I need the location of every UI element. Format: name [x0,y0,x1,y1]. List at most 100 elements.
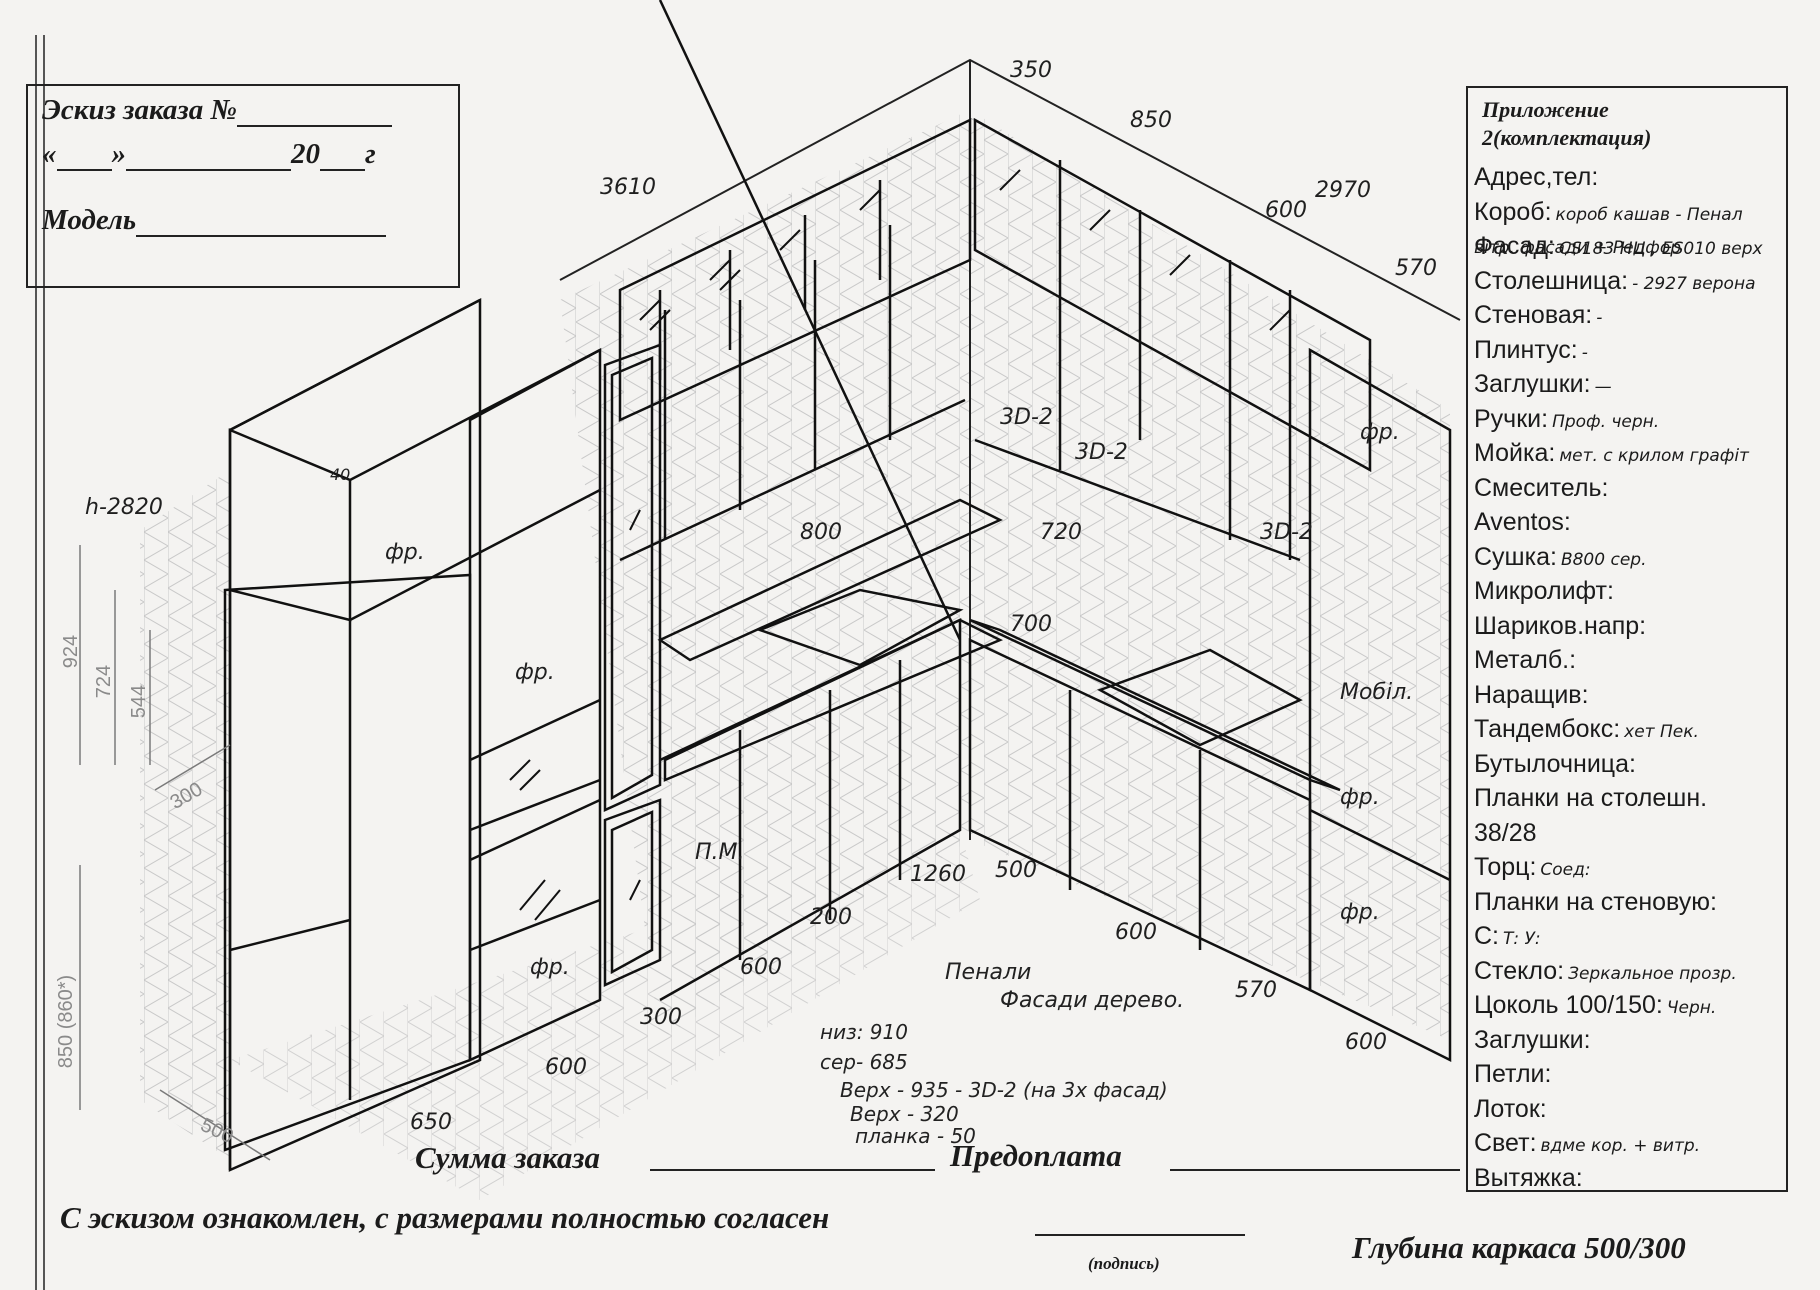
spec-row-value: - 2927 верона [1632,273,1756,294]
spec-row-label: Наращив: [1474,680,1589,709]
spec-row-label: Тандембокс: [1474,715,1621,743]
spec-row-label: Микролифт: [1474,577,1614,605]
spec-row-label: Короб: [1474,197,1552,226]
spec-row-label: Цоколь 100/150: [1474,991,1663,1019]
spec-row: Тандембокс:хет Пек. [1474,714,1699,747]
spec-row-label: Бутылочница: [1474,749,1636,778]
dim-200: 200 [810,905,852,930]
spec-row-label: Заглушки: [1474,1025,1591,1054]
spec-row-value: Проф. черн. [1552,411,1660,432]
spec-row-label: Сушка: [1474,542,1557,571]
spec-row-label: Свет: [1474,1129,1537,1157]
spec-row-label: Планки на столешн. [1474,784,1708,812]
spec-row-value: - [1581,342,1588,363]
dim-600-d: 600 [1345,1030,1387,1055]
pm-label: П.М. [695,840,745,865]
spec-row-label: Aventos: [1474,508,1571,536]
dim-1260: 1260 [910,862,966,887]
guide-924: 924 [60,634,83,669]
signature-caption: (подпись) [1088,1254,1160,1273]
spec-row-label: Вытяжка: [1474,1163,1583,1192]
note-facades-wood: Фасади дерево. [1000,988,1185,1013]
dim-3d2-b: 3D-2 [1075,440,1128,465]
spec-row: Мойка:мет. с крилом графіт [1474,438,1749,471]
spec-row: Заглушки: [1474,1025,1595,1058]
spec-row: Адрес,тел: [1474,162,1602,195]
frame-depth-label: Глубина каркаса 500/300 [1352,1230,1686,1265]
specification-box: Приложение 2(комплектация) Адрес,тел:Кор… [1466,86,1788,1192]
spec-row: Цоколь 100/150:Черн. [1474,990,1716,1023]
dim-500: 500 [995,858,1037,883]
facade-label-1: фр. [385,540,425,565]
facade-label-2: фр. [515,660,555,685]
spec-row: Вытяжка: [1474,1163,1587,1192]
date-open-quote: « [42,138,57,170]
order-number-label: Эскиз заказа № [42,94,238,126]
facade-label-6: фр. [1340,900,1380,925]
dim-800: 800 [800,520,842,545]
spec-row-value: вдме кор. + витр. [1540,1136,1701,1156]
spec-row-label: Плинтус: [1474,335,1578,364]
spec-row-label: 38/28 [1474,818,1537,847]
facade-label-5: фр. [1340,785,1380,810]
facade-label-4: фр. [1360,420,1400,445]
dim-600-c: 600 [1115,920,1157,945]
dim-3d2-c: 3D-2 [1260,520,1313,545]
mobile-label: Мобіл. [1340,680,1414,705]
dim-3d2-a: 3D-2 [1000,405,1053,430]
spec-row: Сушка:В800 сер. [1474,542,1646,575]
note-top-3d: Верх - 935 - 3D-2 (на 3х фасад) [840,1078,1168,1102]
spec-row: Наращив: [1474,680,1593,713]
spec-row: Заглушки:— [1474,369,1612,402]
spec-row-value: хет Пек. [1624,722,1699,742]
spec-row: Фасад:CS183 НЦ , ES010 верх [1474,231,1763,264]
spec-row-label: Фасад: [1474,232,1555,260]
dim-720: 720 [1040,520,1082,545]
agreement-label: С эскизом ознакомлен, с размерами полнос… [60,1200,830,1235]
date-close-quote: » [111,138,127,170]
spec-row: Металб.: [1474,645,1580,678]
dim-350: 350 [1010,58,1052,83]
spec-title-line1: Приложение [1482,97,1609,122]
spec-row-label: Заглушки: [1474,370,1591,398]
spec-row-label: Смеситель: [1474,473,1609,502]
spec-row-label: Планки на стеновую: [1474,887,1717,916]
spec-row-value: В800 сер. [1560,549,1647,570]
dim-600-b: 600 [740,955,782,980]
dim-570-a: 570 [1395,256,1437,281]
spec-row: Микролифт: [1474,576,1618,609]
spec-row-label: Торц: [1474,853,1537,881]
guide-544: 544 [128,684,151,719]
spec-row: С:Т: У: [1474,921,1541,954]
spec-row-value: Соед: [1540,860,1591,880]
spec-row-value: Зеркальное прозр. [1568,963,1737,984]
spec-row: Петли: [1474,1059,1555,1092]
spec-row: Торц:Соед: [1474,852,1591,885]
spec-row: Планки на столешн. [1474,783,1711,816]
dim-2970: 2970 [1315,178,1371,203]
note-middle: сер- 685 [820,1050,908,1074]
note-bottom: низ: 910 [820,1020,908,1044]
spec-row-label: С: [1474,922,1499,950]
spec-row-label: Стеновая: [1474,301,1593,329]
spec-row-value: мет. с крилом графіт [1559,446,1749,466]
spec-row-label: Металб.: [1474,646,1577,674]
spec-row-label: Петли: [1474,1060,1552,1088]
guide-850: 850 (860*) [55,974,78,1069]
spec-row: Короб:короб кашав - Пенал вітр. фасади +… [1474,197,1786,263]
spec-row-value: CS183 НЦ , ES010 верх [1558,239,1763,259]
spec-row: 38/28 [1474,818,1541,851]
facade-label-3: фр. [530,955,570,980]
dim-570-b: 570 [1235,978,1277,1003]
order-sum-label: Сумма заказа [415,1140,601,1175]
dim-850: 850 [1130,108,1172,133]
spec-row-label: Шариков.напр: [1474,611,1647,640]
dim-600-e: 600 [545,1055,587,1080]
model-label: Модель [42,204,137,236]
dim-40: 40 [330,465,351,484]
dim-700: 700 [1010,612,1052,637]
spec-row-value: Черн. [1666,998,1717,1018]
